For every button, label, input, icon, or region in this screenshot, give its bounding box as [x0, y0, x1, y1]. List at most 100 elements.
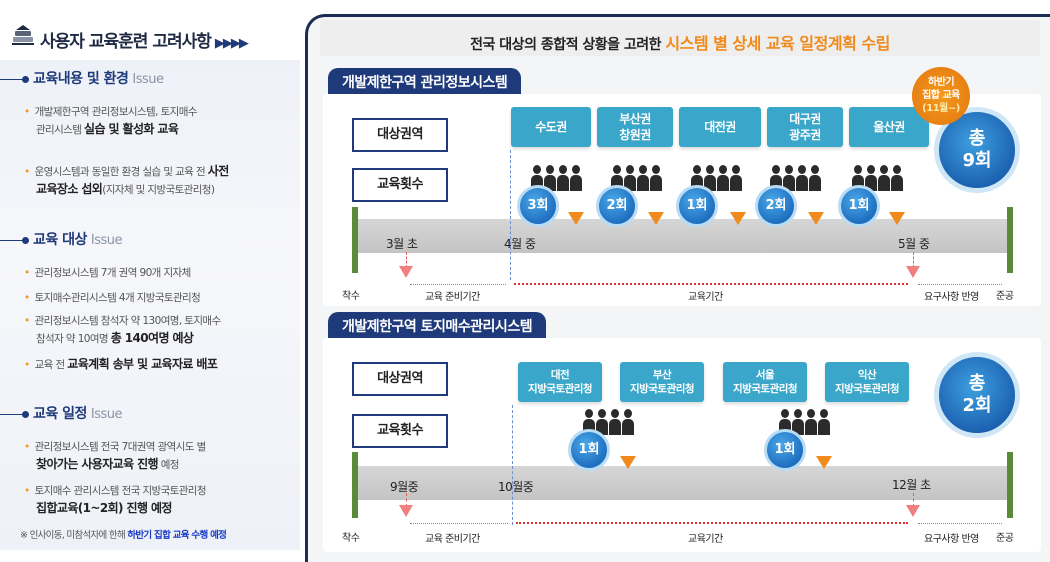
timeline-guide [406, 493, 407, 507]
date-mid-label: 4월 중 [504, 237, 536, 251]
bullet-item: •운영시스템과 동일한 환경 실습 및 교육 전 사전 교육장소 섭외(지자체 … [24, 164, 229, 196]
region-text: 수도권 [535, 120, 567, 134]
bullet-text: 토지매수 관리시스템 전국 지방국토관리청 [34, 485, 207, 497]
person-icon [809, 165, 821, 191]
footnote-text: ※ 인사이동, 미참석자에 한해 [20, 530, 128, 541]
count-bubble: 3회 [517, 185, 559, 227]
footnote: ※ 인사이동, 미참석자에 한해 하반기 집합 교육 수행 예정 [20, 527, 227, 541]
person-icon [818, 409, 830, 435]
person-icon [622, 409, 634, 435]
person-icon [878, 165, 890, 191]
region-text: 지방국토관리청 [629, 383, 695, 395]
system2-region-label: 대상권역 [352, 362, 448, 396]
bullet-text: 관리정보시스템 7개 권역 90개 지자체 [34, 267, 192, 279]
axis-prep-label: 교육 준비기간 [425, 292, 480, 303]
book-stack-icon [10, 22, 36, 48]
section-tag: Issue [90, 233, 123, 248]
axis-reflect-label: 요구사항 반영 [924, 292, 979, 303]
count-bubble: 1회 [764, 429, 806, 471]
region-text: 지방국토관리청 [527, 383, 593, 395]
bullet-item: •관리정보시스템 7개 권역 90개 지자체 [24, 267, 192, 279]
region-text: 대구권 [789, 112, 821, 126]
end-marker-icon [906, 266, 920, 278]
start-marker-icon [399, 266, 413, 278]
bullet-text: 운영시스템과 동일한 환경 실습 및 교육 전 [34, 166, 208, 178]
bullet-bold-text: 실습 및 활성화 교육 [84, 122, 179, 136]
count-bubble: 1회 [568, 429, 610, 471]
bullet-text: (지자체 및 지방국토관리청) [102, 184, 215, 196]
total-value: 9회 [962, 150, 992, 171]
section-heading-text: 교육 일정 [33, 406, 87, 422]
bullet-bold-text: 찾아가는 사용자교육 진행 [36, 457, 159, 471]
axis-reflect-label: 요구사항 반영 [924, 534, 979, 545]
region-text: 대전 [550, 369, 570, 381]
reflect-period-line [918, 284, 1002, 285]
count-bubble: 2회 [755, 185, 797, 227]
badge-text: 집합 교육 [922, 90, 960, 101]
end-milestone-bar [1007, 207, 1013, 273]
bullet-bold-text: 집합교육(1~2회) 진행 예정 [36, 501, 172, 515]
bullet-text: 토지매수관리시스템 4개 지방국토관리청 [34, 292, 201, 304]
person-icon [570, 165, 582, 191]
headline: 전국 대상의 종합적 상황을 고려한 시스템 별 상세 교육 일정계획 수립 [320, 30, 1040, 54]
region-text: 익산 [857, 369, 877, 381]
system1-tab: 개발제한구역 관리정보시스템 [328, 68, 522, 94]
axis-period-label: 교육기간 [688, 534, 723, 545]
date-start-label: 3월 초 [386, 237, 418, 251]
prep-period-line [410, 284, 506, 285]
title-arrows-icon: ▶▶▶▶ [214, 36, 249, 51]
total-label: 총 [968, 128, 986, 149]
timeline-guide [512, 405, 513, 525]
down-arrow-icon [816, 456, 832, 469]
axis-start-label: 착수 [342, 291, 360, 302]
badge-text: (11월~) [922, 103, 960, 114]
bullet-item: •교육 전 교육계획 송부 및 교육자료 배포 [24, 357, 218, 371]
bullet-text: 교육 전 [34, 359, 68, 371]
person-icon [557, 165, 569, 191]
timeline-guide [913, 493, 914, 507]
education-period-line [516, 522, 908, 524]
bullet-item: •토지매수 관리시스템 전국 지방국토관리청 집합교육(1~2회) 진행 예정 [24, 485, 207, 515]
axis-finish-label: 준공 [996, 533, 1014, 544]
bullet-text: 참석자 약 10여명 [36, 333, 111, 345]
axis-prep-label: 교육 준비기간 [425, 534, 480, 545]
second-half-badge: 하반기 집합 교육 (11월~) [912, 67, 970, 125]
start-marker-icon [399, 505, 413, 517]
reflect-period-line [918, 523, 1002, 524]
system2-count-label: 교육횟수 [352, 414, 448, 448]
bullet-bold-text: 총 140여명 예상 [110, 331, 194, 345]
headline-text: 전국 대상의 종합적 상황을 고려한 [470, 37, 666, 53]
section-tag: Issue [90, 407, 123, 422]
system1-region-label: 대상권역 [352, 118, 448, 152]
start-milestone-bar [352, 452, 358, 518]
person-icon [637, 165, 649, 191]
system1-count-label: 교육횟수 [352, 168, 448, 202]
start-milestone-bar [352, 207, 358, 273]
region-box: 수도권 [511, 107, 591, 147]
bullet-text: 관리시스템 [36, 124, 85, 136]
bullet-item: •관리정보시스템 전국 7대권역 광역시도 별 찾아가는 사용자교육 진행 예정 [24, 441, 206, 471]
down-arrow-icon [620, 456, 636, 469]
region-text: 부산 [652, 369, 672, 381]
axis-period-label: 교육기간 [688, 292, 723, 303]
region-text: 울산권 [873, 120, 905, 134]
axis-finish-label: 준공 [996, 291, 1014, 302]
region-box: 대전권 [679, 107, 761, 147]
end-milestone-bar [1007, 452, 1013, 518]
bullet-item: •개발제한구역 관리정보시스템, 토지매수 관리시스템 실습 및 활성화 교육 [24, 106, 197, 136]
left-title: 사용자 교육훈련 고려사항▶▶▶▶ [40, 27, 249, 52]
down-arrow-icon [648, 212, 664, 225]
axis-start-label: 착수 [342, 533, 360, 544]
total-value: 2회 [962, 395, 992, 416]
bullet-text: 관리정보시스템 참석자 약 130여명, 토지매수 [34, 315, 222, 327]
person-icon [796, 165, 808, 191]
region-text: 지방국토관리청 [834, 383, 900, 395]
region-text: 광주권 [789, 128, 821, 142]
date-end-label: 5월 중 [898, 237, 930, 251]
timeline-guide [406, 252, 407, 268]
